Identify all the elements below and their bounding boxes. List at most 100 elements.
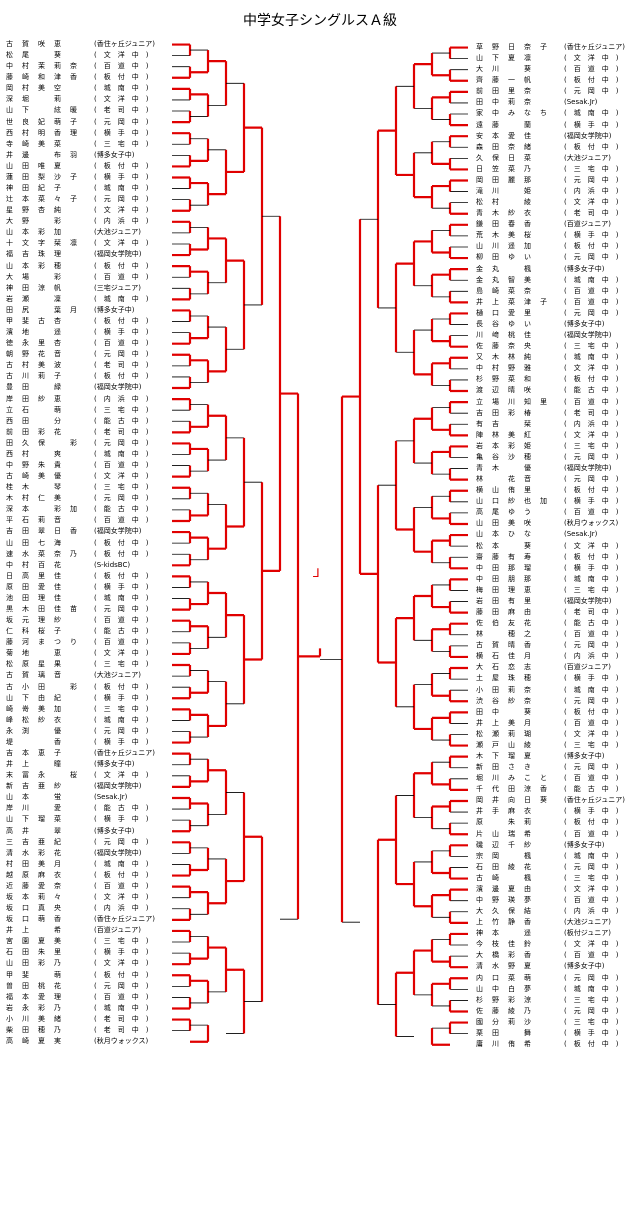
entrant-name: 瀬 戸 山 綾 (476, 740, 532, 749)
left-entrant: 吉 本 恵 子(香住ヶ丘ジュニア) (6, 748, 186, 759)
entrant-name: 山 川 遥 加 (476, 242, 532, 251)
entrant-club: ( 内 浜 中 ) (564, 419, 619, 428)
left-entrant: 中 村 百 花(S-kidsBC) (6, 560, 186, 571)
entrant-club: (博多女子中) (564, 962, 605, 971)
entrant-club: ( 文 洋 中 ) (94, 239, 149, 248)
entrant-name: 世 良 妃 萌 子 (6, 117, 78, 126)
left-entrant: 岡 村 美 空( 城 南 中 ) (6, 83, 186, 94)
entrant-club: ( 横 手 中 ) (564, 563, 619, 572)
right-entrant: 梅 田 理 恵( 三 宅 中 ) (476, 585, 640, 596)
left-entrant: 山 田 彩 乃( 文 洋 中 ) (6, 958, 186, 969)
entrant-club: (香住ヶ丘ジュニア) (94, 915, 155, 924)
entrant-name: 鎌 田 春 香 (476, 220, 532, 229)
left-entrant: 高 井 翠(博多女子中) (6, 826, 186, 837)
entrant-name: 田 中 莉 奈 (476, 98, 532, 107)
entrant-name: 横 石 佳 月 (476, 652, 532, 661)
entrant-club: ( 内 浜 中 ) (564, 652, 619, 661)
entrant-name: 岡 田 麗 那 (476, 175, 532, 184)
entrant-name: 井 上 菜 津 子 (476, 297, 548, 306)
entrant-name: 辻 本 菜 々 子 (6, 195, 78, 204)
left-entrant: 山 下 絃 暖( 老 司 中 ) (6, 105, 186, 116)
entrant-club: (香住ヶ丘ジュニア) (94, 40, 155, 48)
entrant-club: ( 百 道 中 ) (94, 616, 149, 625)
entrant-name: 山 本 彩 穂 (6, 261, 62, 270)
right-entrant: 岩 田 有 里(福岡女学院中) (476, 596, 640, 607)
entrant-name: 滝 川 姫 (476, 187, 532, 196)
entrant-name: 岸 川 愛 (6, 804, 62, 813)
left-entrant: 西 村 明 香 理( 横 手 中 ) (6, 128, 186, 139)
entrant-name: 遠 藤 蘭 (476, 120, 532, 129)
left-entrant: 西 村 爽( 城 南 中 ) (6, 449, 186, 460)
entrant-club: (博多女子中) (564, 752, 605, 760)
entrant-name: 内 口 菜 萌 (476, 973, 532, 982)
entrant-club: ( 板 付 中 ) (94, 870, 149, 879)
entrant-club: ( 三 宅 中 ) (94, 405, 149, 414)
entrant-club: ( 三 宅 中 ) (564, 585, 619, 594)
right-entrant: 原 朱 莉( 板 付 中 ) (476, 817, 640, 828)
entrant-club: ( 城 南 中 ) (564, 574, 619, 583)
left-entrant: 大 野 彩( 内 浜 中 ) (6, 216, 186, 227)
right-entrant: 山 下 夏 凛( 文 洋 中 ) (476, 53, 640, 64)
entrant-club: ( 文 洋 中 ) (564, 884, 619, 893)
entrant-name: 黒 木 田 佳 苗 (6, 604, 78, 613)
left-entrant: 越 原 麻 衣( 板 付 中 ) (6, 870, 186, 881)
entrant-club: ( 元 岡 中 ) (564, 973, 619, 982)
entrant-name: 金 丸 楓 (476, 264, 532, 273)
left-entrant: 黒 木 田 佳 苗( 元 岡 中 ) (6, 604, 186, 615)
entrant-club: ( 能 古 中 ) (94, 627, 149, 636)
left-entrant: 藤 崎 和 津 香( 板 付 中 ) (6, 72, 186, 83)
left-entrant: 山 本 彩 加(大池ジュニア) (6, 227, 186, 238)
left-entrant: 十 文 字 栞 凛 ( 文 洋 中 ) (6, 238, 186, 249)
entrant-club: (秋月ウォックス) (564, 519, 619, 528)
entrant-club: (秋月ウォックス) (94, 1037, 149, 1046)
entrant-name: 十 文 字 栞 凛 (6, 239, 78, 248)
entrant-club: ( 城 南 中 ) (94, 859, 149, 868)
entrant-name: 山 田 唯 夏 (6, 161, 62, 170)
entrant-name: 岩 田 有 里 (476, 596, 532, 605)
entrant-club: ( 元 岡 中 ) (564, 308, 619, 317)
right-entrant: 林 穂 之( 百 道 中 ) (476, 629, 640, 640)
entrant-club: ( 内 浜 中 ) (94, 217, 149, 226)
right-entrant: 渡 辺 晴 咲( 能 古 中 ) (476, 385, 640, 396)
entrant-club: (福岡女学院中) (94, 848, 142, 857)
right-entrant: 山 口 紗 也 加( 横 手 中 ) (476, 496, 640, 507)
right-entrant: 中 村 野 雅( 文 洋 中 ) (476, 363, 640, 374)
entrant-club: ( 百 道 中 ) (564, 829, 619, 838)
left-entrant: 速 水 菜 奈 乃( 板 付 中 ) (6, 549, 186, 560)
entrant-club: ( 三 宅 中 ) (564, 164, 619, 173)
entrant-club: ( 三 宅 中 ) (94, 937, 149, 946)
left-entrant: 山 下 由 紀( 横 手 中 ) (6, 693, 186, 704)
entrant-name: 藤 河 ま つ り (6, 638, 78, 647)
right-entrant: 陣 林 美 紅( 文 洋 中 ) (476, 430, 640, 441)
entrant-name: 山 下 絃 暖 (6, 106, 78, 115)
entrant-club: ( 百 道 中 ) (94, 62, 149, 71)
entrant-name: 坂 口 真 央 (6, 904, 62, 913)
left-entrant: 豊 田 緑(福岡女学院中) (6, 382, 186, 393)
entrant-club: (博多女子中) (94, 826, 135, 835)
entrant-name: 深 堀 莉 (6, 95, 62, 104)
entrant-club: (百道ジュニア) (94, 926, 141, 935)
entrant-club: ( 元 岡 中 ) (564, 696, 619, 705)
entrant-name: 山 本 彩 加 (6, 228, 62, 237)
entrant-club: ( 百 道 中 ) (94, 881, 149, 890)
entrant-club: ( 板 付 中 ) (94, 538, 149, 547)
entrant-name: 星 野 杏 純 (6, 206, 62, 215)
right-entrant: 岡 田 麗 那( 元 岡 中 ) (476, 175, 640, 186)
entrant-club: ( 元 岡 中 ) (94, 837, 149, 846)
entrant-club: ( 文 洋 中 ) (564, 940, 619, 949)
left-entrant: 仁 科 桜 子( 能 古 中 ) (6, 626, 186, 637)
entrant-club: (大池ジュニア) (564, 153, 611, 162)
left-entrant: 朝 野 花 音( 元 岡 中 ) (6, 349, 186, 360)
entrant-club: ( 横 手 中 ) (94, 737, 149, 746)
right-entrant: 小 田 莉 奈( 城 南 中 ) (476, 685, 640, 696)
entrant-club: ( 文 洋 中 ) (564, 54, 619, 63)
entrant-name: 朝 野 花 音 (6, 350, 62, 359)
entrant-name: 西 田 分 (6, 416, 62, 425)
right-entrant: 家 中 み な ち( 城 南 中 ) (476, 108, 640, 119)
right-entrant: 齋 藤 有 寿( 板 付 中 ) (476, 552, 640, 563)
entrant-name: 家 中 み な ち (476, 109, 548, 118)
entrant-name: 小 川 美 緒 (6, 1014, 62, 1023)
left-entrant: 大 場 彩( 百 道 中 ) (6, 272, 186, 283)
entrant-name: 栗 田 舞 (476, 1028, 532, 1037)
right-entrant: 亀 谷 沙 穂( 元 岡 中 ) (476, 452, 640, 463)
